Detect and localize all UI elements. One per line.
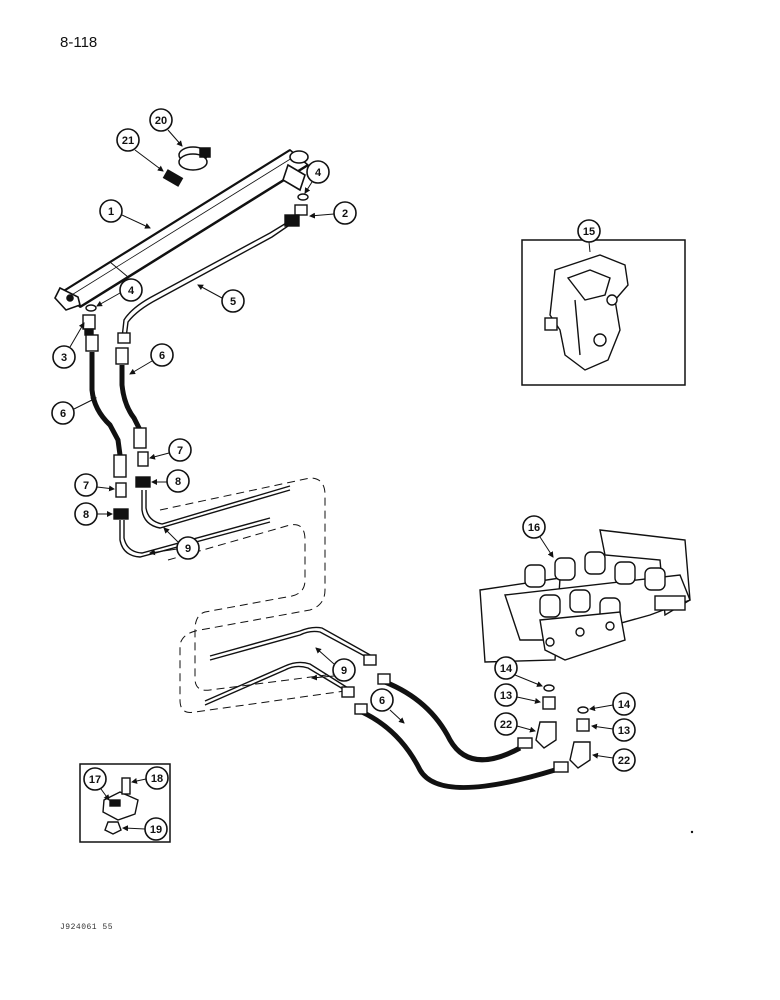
callout-18: 18 (131, 766, 169, 790)
callout-14-right: 14 (589, 692, 636, 716)
callout-14-left: 14 (494, 656, 543, 687)
svg-text:4: 4 (315, 167, 322, 179)
callout-5: 5 (197, 284, 245, 313)
hose-left (85, 334, 147, 478)
dashed-routing-outline (159, 477, 353, 713)
hose-clamp (178, 146, 211, 171)
callout-6-left: 6 (51, 397, 97, 425)
svg-text:6: 6 (379, 695, 385, 707)
elbow-fittings (535, 684, 591, 769)
tube-assembly-lower (204, 626, 377, 706)
svg-text:1: 1 (108, 206, 114, 218)
control-valve-inset (521, 239, 686, 386)
callout-9-upper: 9 (149, 527, 200, 560)
solenoid-valve-bank (479, 529, 691, 663)
callout-7-lower: 7 (74, 473, 115, 497)
svg-text:9: 9 (185, 543, 191, 555)
svg-text:17: 17 (89, 774, 101, 786)
speck (690, 830, 694, 834)
callout-6-lower: 6 (370, 688, 405, 724)
svg-text:16: 16 (528, 522, 540, 534)
svg-text:21: 21 (122, 135, 134, 147)
callout-4-upper: 4 (304, 160, 330, 194)
callout-17: 17 (83, 767, 110, 801)
callout-9-lower: 9 (311, 647, 356, 682)
svg-text:6: 6 (60, 408, 66, 420)
svg-text:7: 7 (83, 480, 89, 492)
callout-22-right: 22 (592, 748, 636, 772)
callout-3: 3 (52, 322, 85, 369)
hydraulic-cylinder (54, 149, 310, 311)
callout-7-upper: 7 (149, 438, 192, 462)
hose-lower (354, 673, 569, 790)
svg-text:7: 7 (177, 445, 183, 457)
fittings-upper (82, 193, 309, 336)
adapter-fittings (113, 451, 151, 520)
callout-19: 19 (122, 817, 168, 841)
page-number: 8-118 (60, 34, 98, 51)
callout-6-mid: 6 (129, 343, 174, 375)
svg-text:22: 22 (500, 719, 512, 731)
callout-8-upper: 8 (151, 469, 190, 493)
callout-16: 16 (522, 515, 554, 558)
svg-text:9: 9 (341, 665, 347, 677)
callout-22-left: 22 (494, 712, 536, 736)
svg-text:3: 3 (61, 352, 67, 364)
callout-13-right: 13 (591, 718, 636, 742)
svg-text:14: 14 (618, 699, 631, 711)
svg-text:5: 5 (230, 296, 236, 308)
svg-text:14: 14 (500, 663, 513, 675)
svg-text:4: 4 (128, 285, 135, 297)
svg-text:20: 20 (155, 115, 167, 127)
svg-text:13: 13 (618, 725, 630, 737)
svg-text:8: 8 (83, 509, 89, 521)
callout-2: 2 (309, 201, 357, 225)
svg-text:6: 6 (159, 350, 165, 362)
svg-text:15: 15 (583, 226, 595, 238)
svg-text:18: 18 (151, 773, 163, 785)
callout-21: 21 (116, 128, 164, 172)
callout-20: 20 (149, 108, 183, 147)
svg-text:22: 22 (618, 755, 630, 767)
svg-text:13: 13 (500, 690, 512, 702)
callout-4-lower: 4 (96, 278, 143, 307)
svg-text:19: 19 (150, 824, 162, 836)
steel-tube (117, 221, 289, 344)
callout-13-left: 13 (494, 683, 541, 707)
footer-code: J924061 55 (60, 923, 114, 932)
callout-1: 1 (99, 199, 151, 229)
svg-text:8: 8 (175, 476, 181, 488)
callout-15: 15 (577, 219, 601, 253)
tube-assembly-upper (119, 485, 291, 558)
spacer-sleeve (162, 169, 184, 187)
callout-8-lower: 8 (74, 502, 113, 526)
svg-text:2: 2 (342, 208, 348, 220)
